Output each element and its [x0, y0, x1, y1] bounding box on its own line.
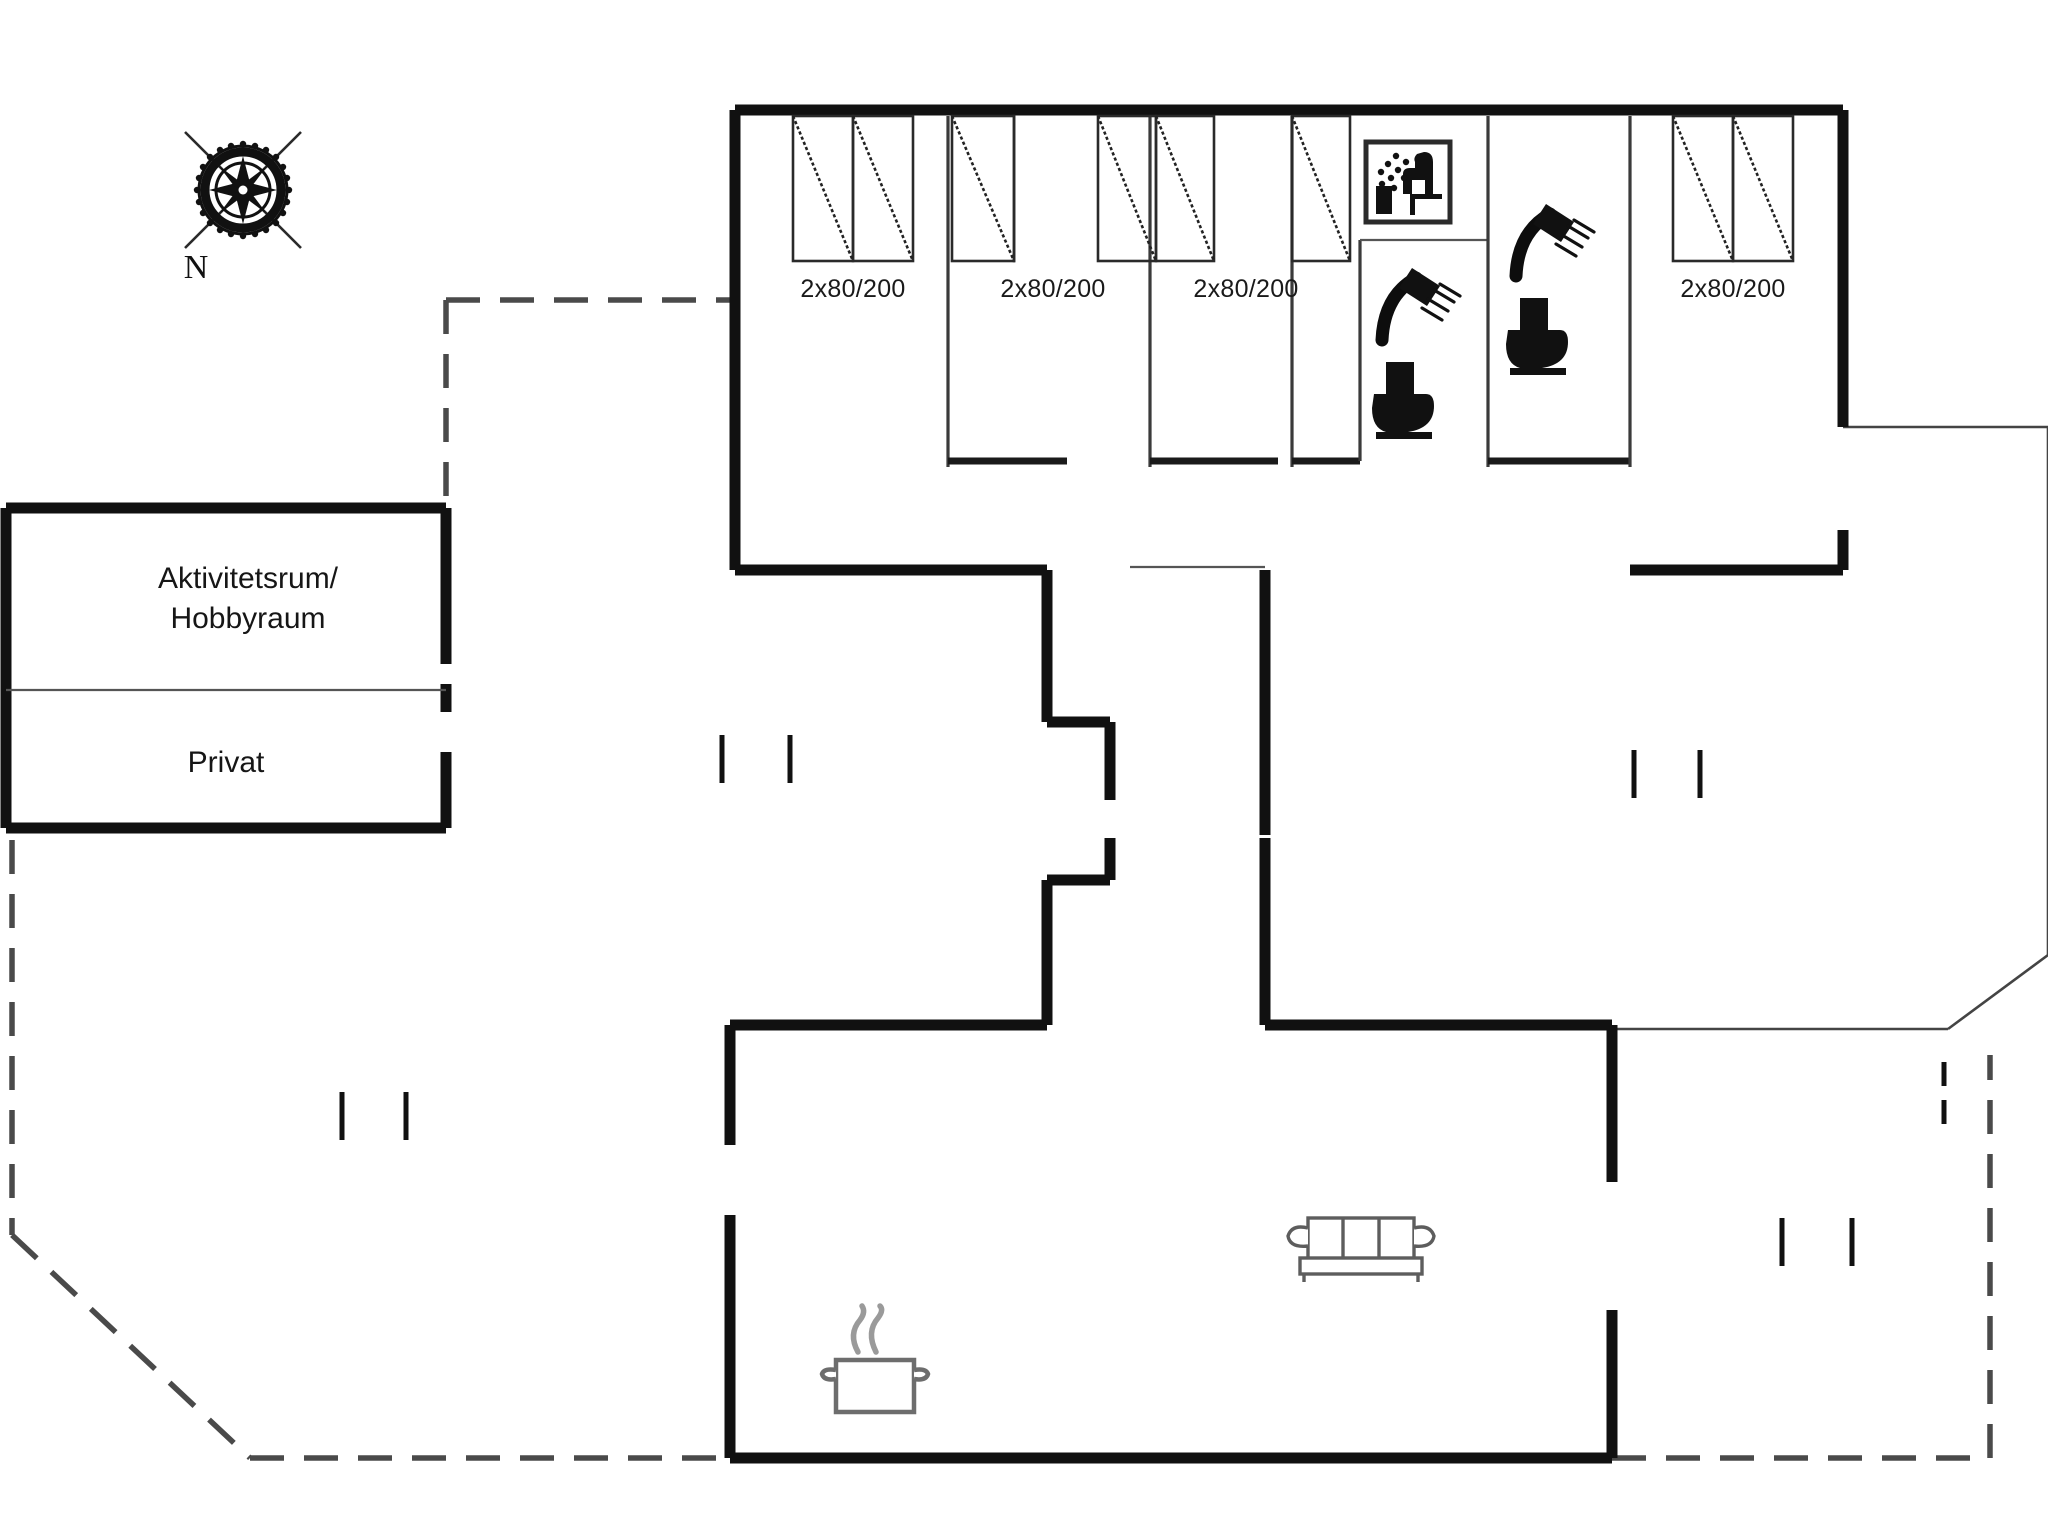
shower-icon [1509, 204, 1596, 283]
window-opening-1 [791, 114, 915, 263]
activity-room-box [0, 502, 452, 834]
sofa-icon [1286, 1216, 1436, 1282]
private-room-label: Privat [188, 746, 265, 779]
shower-icon [1375, 268, 1462, 347]
toilet-icon [1372, 362, 1434, 439]
compass-north-label: N [184, 249, 209, 286]
main-building-walls [724, 104, 1849, 1464]
activity-room-label-line2: Hobbyraum [170, 602, 325, 635]
window-2-dimension-label: 2x80/200 [1000, 275, 1105, 303]
window-3-dimension-label: 2x80/200 [1193, 275, 1298, 303]
window-opening-2 [950, 114, 1016, 263]
window-opening-5 [1671, 114, 1795, 263]
cooking-pot-icon [819, 1303, 931, 1415]
toilet-icon [1506, 298, 1568, 375]
radiator-marks [339, 735, 1947, 1266]
window-4-dimension-label: 2x80/200 [1680, 275, 1785, 303]
window-opening-3 [1096, 114, 1216, 263]
sauna-icon [1363, 139, 1453, 225]
compass-rose-icon [184, 131, 302, 249]
activity-room-label-line1: Aktivitetsrum/ [158, 562, 339, 595]
building-envelope-thin [1612, 425, 2048, 1031]
window-1-dimension-label: 2x80/200 [800, 275, 905, 303]
window-opening-4 [1290, 114, 1352, 263]
terrace-outline [9, 297, 1993, 1461]
